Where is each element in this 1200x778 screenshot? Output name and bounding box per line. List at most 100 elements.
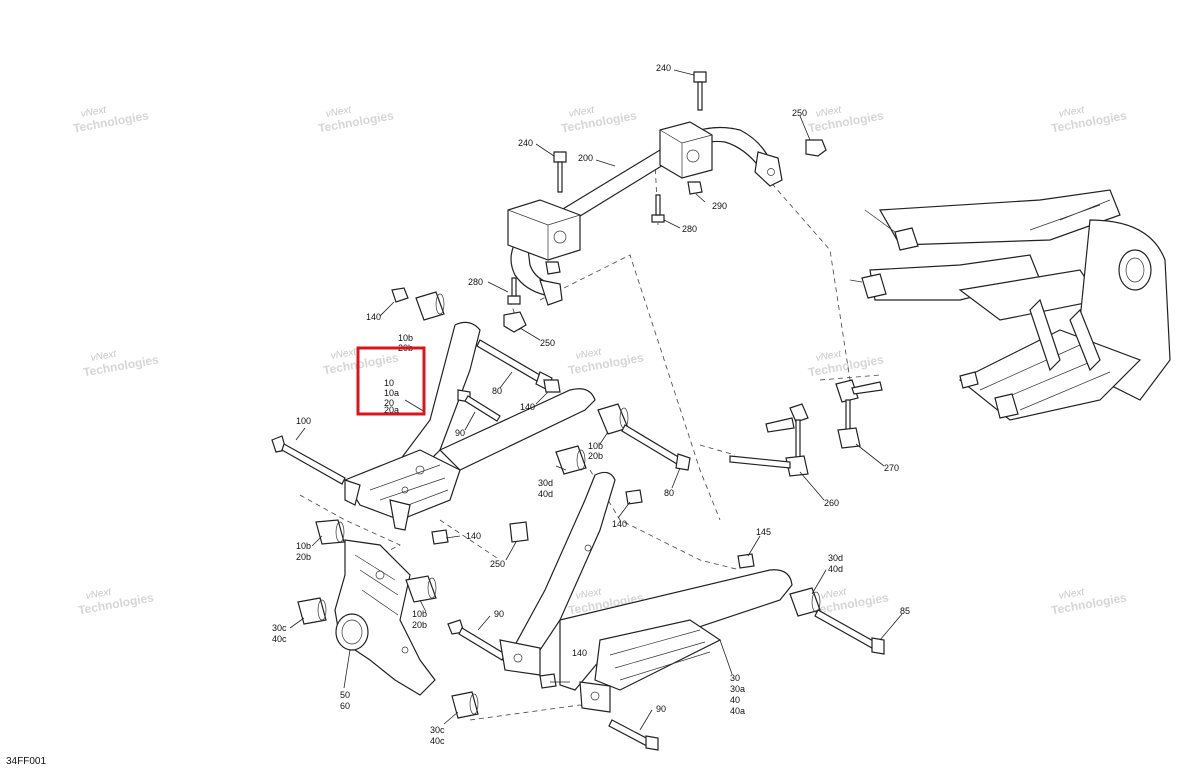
svg-text:vNext: vNext [1058,586,1086,601]
bushing-30c-left [297,597,327,625]
watermark: vNext Technologies [77,586,155,617]
callout-80-lower: 80 [664,488,674,498]
callout-140-lower-a: 140 [612,519,627,529]
callout-290: 290 [712,201,727,211]
highlighted-callout-group[interactable]: 10 10a 20 20a [356,346,426,416]
stabilizer-bushing-left [507,199,581,261]
callout-240-top: 240 [656,63,671,73]
callout-40c-bottom: 40c [430,736,445,746]
callout-40a: 40a [730,706,745,716]
bolt-100 [271,435,346,485]
callout-145: 145 [756,527,771,537]
callout-250-lower: 250 [490,559,505,569]
leader-lines [289,69,903,731]
bolt-80-lower [621,424,691,471]
watermarks: vNext Technologies vNext Technologies vN… [72,104,1128,617]
stabilizer-link-270 [835,379,883,449]
callout-270: 270 [884,463,899,473]
bolt-85 [814,609,885,655]
callout-10a: 10a [384,388,399,398]
callout-30a: 30a [730,684,745,694]
nut-140-top [391,287,409,303]
callout-20b-right: 20b [588,451,603,461]
svg-text:vNext: vNext [815,348,843,363]
callout-10b-left: 10b [296,541,311,551]
nut-250-small [545,261,561,275]
callout-40d-right: 40d [828,564,843,574]
callout-20a: 20a [384,405,399,415]
watermark: vNext Technologies [72,104,150,135]
callout-30d-upper: 30d [538,478,553,488]
watermark: vNext Technologies [567,346,645,377]
stabilizer-bushing-right [659,121,713,179]
assembled-suspension-view [849,189,1171,421]
bolt-90-upper [457,389,501,422]
callout-20b-left: 20b [296,552,311,562]
callout-280-left: 280 [468,277,483,287]
callout-50: 50 [340,690,350,700]
callout-10b-right: 10b [588,441,603,451]
callout-140-top: 140 [366,312,381,322]
watermark: vNext Technologies [807,348,885,379]
svg-text:vNext: vNext [90,348,118,363]
nut-250-left [503,311,527,333]
callout-20b-knuckle: 20b [412,620,427,630]
bolt-280-left [507,277,521,305]
nut-290 [687,181,703,195]
bushing-10b-left [315,519,345,545]
bushing-30d-right [789,587,821,617]
lower-a-arm [499,471,793,713]
callout-30d-right: 30d [828,553,843,563]
nut-140-mid [543,379,561,393]
callout-85: 85 [900,606,910,616]
callout-10b-top: 10b [398,333,413,343]
bushing-30c-bottom [451,691,479,719]
callout-labels: 240 250 240 200 290 280 280 250 140 10b … [272,63,910,746]
diagram-code: 34FF001 [6,756,47,767]
callout-100: 100 [296,416,311,426]
callout-140-mid: 140 [520,402,535,412]
watermark: vNext Technologies [1050,586,1128,617]
callout-250-top: 250 [792,108,807,118]
bolt-90-knuckle [447,619,506,661]
callout-250-left: 250 [540,338,555,348]
callout-60: 60 [340,701,350,711]
watermark: vNext Technologies [807,104,885,135]
highlight-box [356,346,426,416]
nut-250-top [805,139,827,157]
svg-text:vNext: vNext [575,586,603,601]
callout-90-knuckle: 90 [494,609,504,619]
callout-90-upper: 90 [455,428,465,438]
bushing-30d-upper [555,445,587,475]
svg-text:vNext: vNext [85,586,113,601]
watermark: vNext Technologies [1050,104,1128,135]
svg-text:vNext: vNext [820,586,848,601]
bolt-240-top [693,71,707,111]
callout-280-middle: 280 [682,224,697,234]
svg-text:vNext: vNext [815,104,843,119]
svg-text:vNext: vNext [80,104,108,119]
callout-40: 40 [730,695,740,705]
callout-200: 200 [578,153,593,163]
bolt-240-left [553,151,567,193]
callout-20: 20 [384,398,394,408]
stabilizer-link-260 [729,403,809,477]
watermark: vNext Technologies [82,348,160,379]
svg-text:vNext: vNext [575,346,603,361]
callout-40d-upper: 40d [538,489,553,499]
nut-140-lower-a [625,489,643,505]
svg-text:vNext: vNext [1058,104,1086,119]
callout-40c-left: 40c [272,634,287,644]
bolt-280-middle [651,194,665,223]
callout-10b-knuckle: 10b [412,609,427,619]
nut-140-bottom [539,673,557,689]
callout-80-upper: 80 [492,386,502,396]
svg-text:vNext: vNext [568,104,596,119]
bolt-90-bottom [608,719,659,751]
watermark: vNext Technologies [560,104,638,135]
svg-text:vNext: vNext [325,104,353,119]
watermark: vNext Technologies [322,346,400,377]
bushing-10b-knuckle [405,575,437,603]
upper-trailing-arm [344,321,596,531]
